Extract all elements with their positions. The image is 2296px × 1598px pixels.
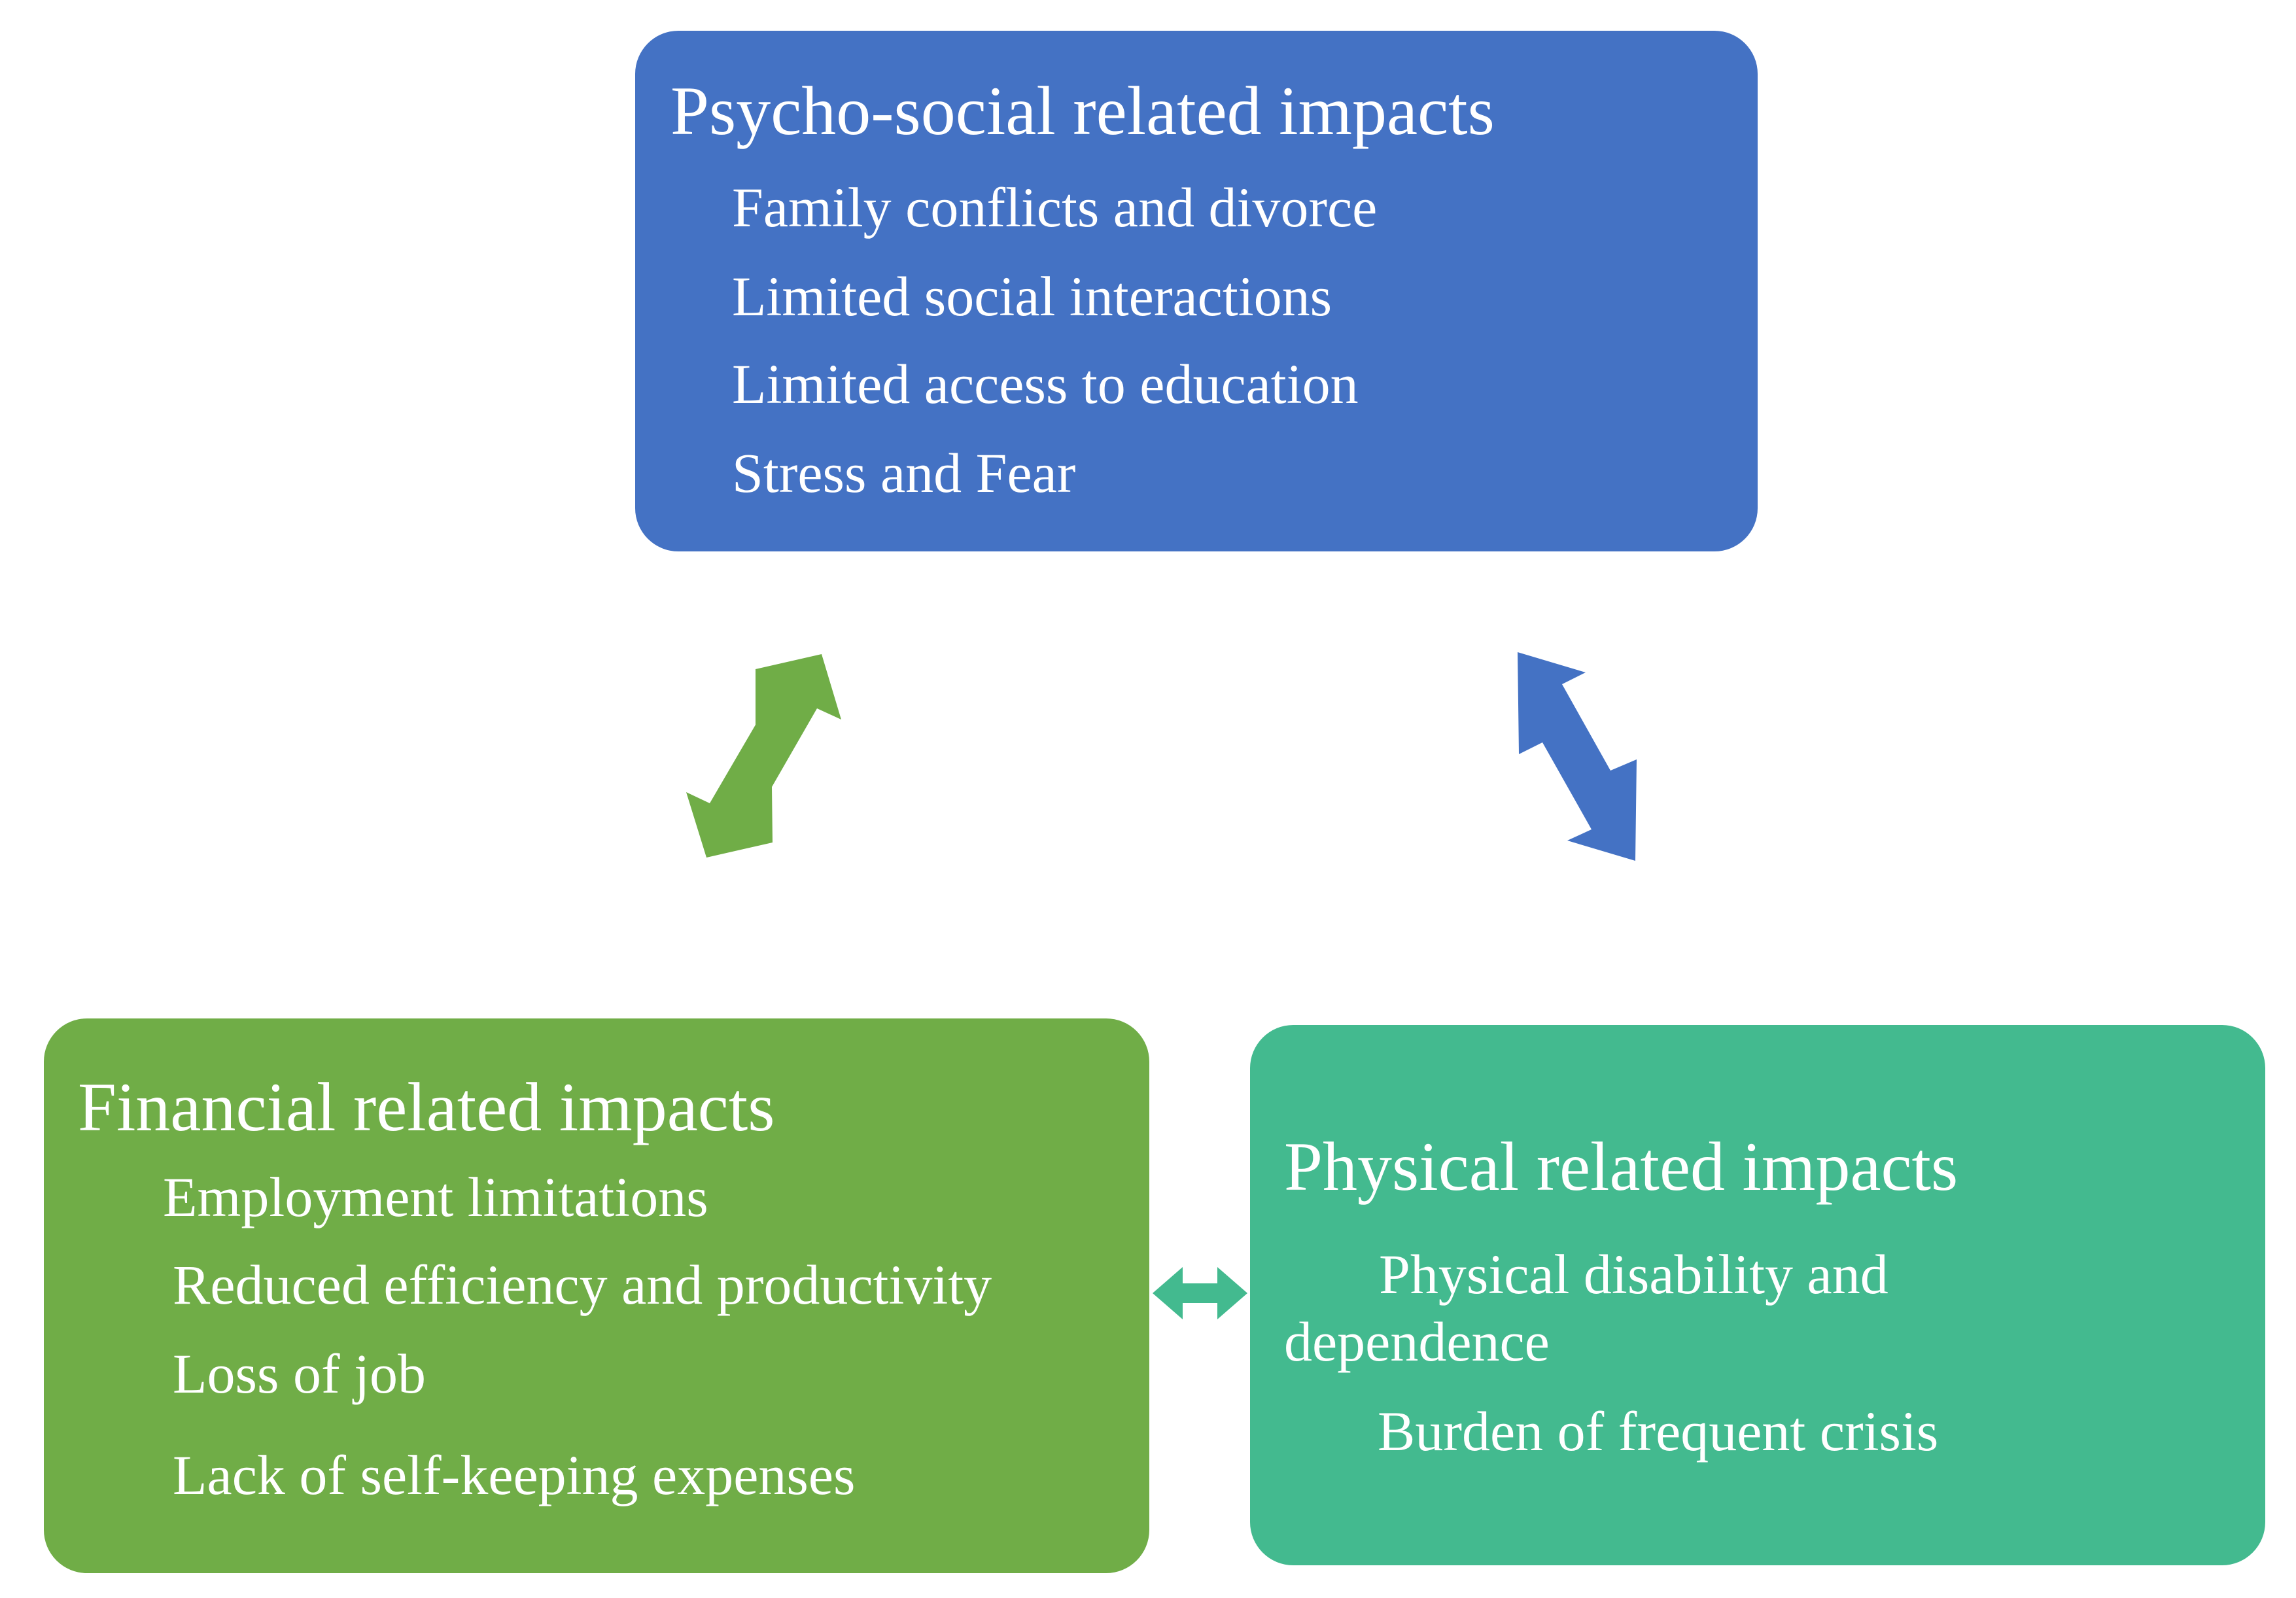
- financial-box: Financial related impacts Employment lim…: [44, 1018, 1149, 1573]
- arrow-psycho-financial: [686, 654, 841, 858]
- financial-item-expenses: Lack of self-keeping expenses: [173, 1444, 856, 1506]
- psycho-item-stress-fear: Stress and Fear: [732, 442, 1076, 504]
- psycho-item-social-interactions: Limited social interactions: [732, 265, 1332, 328]
- financial-item-job-loss: Loss of job: [173, 1342, 426, 1405]
- psycho-social-box: Psycho-social related impacts Family con…: [635, 31, 1758, 551]
- physical-item-crisis: Burden of frequent crisis: [1378, 1400, 1939, 1463]
- financial-item-efficiency: Reduced efficiency and productivity: [173, 1253, 992, 1316]
- physical-box: Physical related impacts Physical disabi…: [1250, 1025, 2265, 1565]
- psycho-social-title: Psycho-social related impacts: [670, 73, 1495, 149]
- psycho-item-family-conflicts: Family conflicts and divorce: [732, 176, 1378, 239]
- physical-title: Physical related impacts: [1284, 1128, 1958, 1205]
- psycho-item-education-access: Limited access to education: [732, 353, 1359, 415]
- financial-title: Financial related impacts: [78, 1069, 775, 1145]
- arrow-psycho-physical: [1518, 652, 1637, 861]
- physical-item-disability: Physical disability and dependence: [1284, 1243, 1888, 1374]
- financial-item-employment: Employment limitations: [163, 1166, 708, 1228]
- arrow-financial-physical: [1153, 1267, 1247, 1319]
